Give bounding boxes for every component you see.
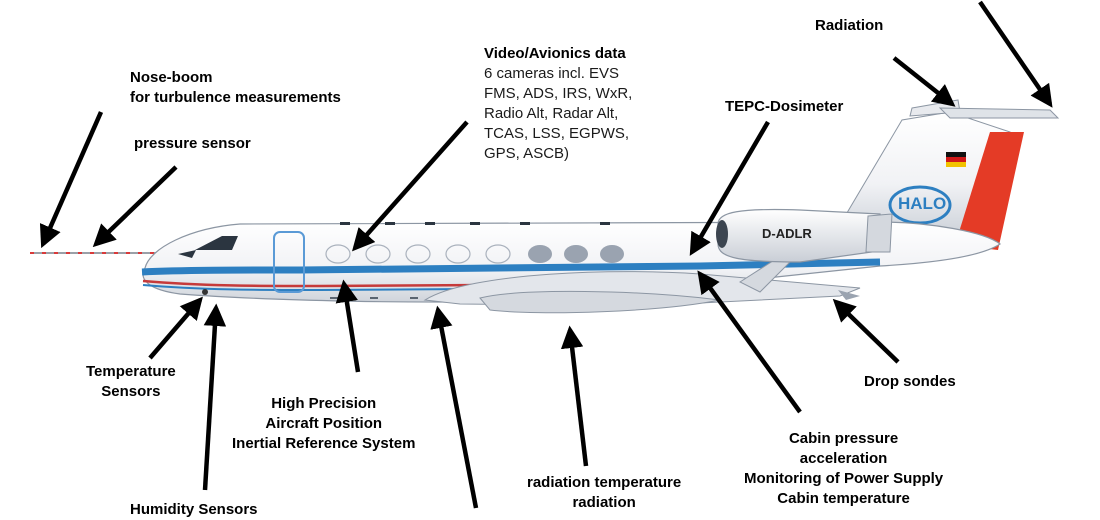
arrow-tepc	[689, 120, 770, 256]
arrow-bottom-pod	[430, 305, 479, 509]
label-humidity-sensors: Humidity Sensors	[130, 501, 258, 518]
label-nose-boom: Nose-boom for turbulence measurements	[130, 69, 341, 106]
arrow-high-precision	[335, 279, 361, 373]
halo-logo	[888, 185, 952, 225]
arrow-temperature	[148, 296, 203, 360]
label-cabin: Cabin pressure acceleration Monitoring o…	[744, 430, 944, 507]
label-radiation-temperature: radiation temperature radiation	[527, 474, 682, 511]
drop-sonde-probe	[838, 290, 860, 300]
label-tepc-dosimeter: TEPC-Dosimeter	[725, 98, 844, 115]
arrow-radiation-temperature	[560, 325, 589, 467]
aircraft-registration: D-ADLR	[762, 226, 812, 241]
arrow-video-avionics	[352, 120, 469, 252]
arrow-nose-boom	[39, 111, 104, 249]
arrow-cabin	[697, 270, 802, 414]
arrow-radiation-a	[892, 56, 956, 107]
nose-sensor	[202, 289, 208, 295]
cabin-door	[273, 231, 305, 293]
arrow-radiation-b	[978, 0, 1053, 108]
tail-logo-text: HALO	[898, 194, 947, 213]
label-high-precision: High Precision Aircraft Position Inertia…	[232, 395, 416, 452]
engine	[716, 208, 893, 263]
arrow-drop-sondes	[832, 298, 900, 364]
label-drop-sondes: Drop sondes	[864, 373, 956, 390]
vertical-tail	[837, 99, 1060, 250]
label-video-avionics: Video/Avionics data 6 cameras incl. EVS …	[484, 45, 633, 162]
label-pressure-sensor: pressure sensor	[134, 135, 251, 152]
label-temperature-sensors: Temperature Sensors	[86, 363, 176, 400]
callout-arrows	[39, 0, 1053, 509]
arrow-humidity	[202, 303, 227, 491]
label-radiation: Radiation	[815, 17, 884, 34]
arrow-pressure-sensor	[92, 165, 178, 248]
